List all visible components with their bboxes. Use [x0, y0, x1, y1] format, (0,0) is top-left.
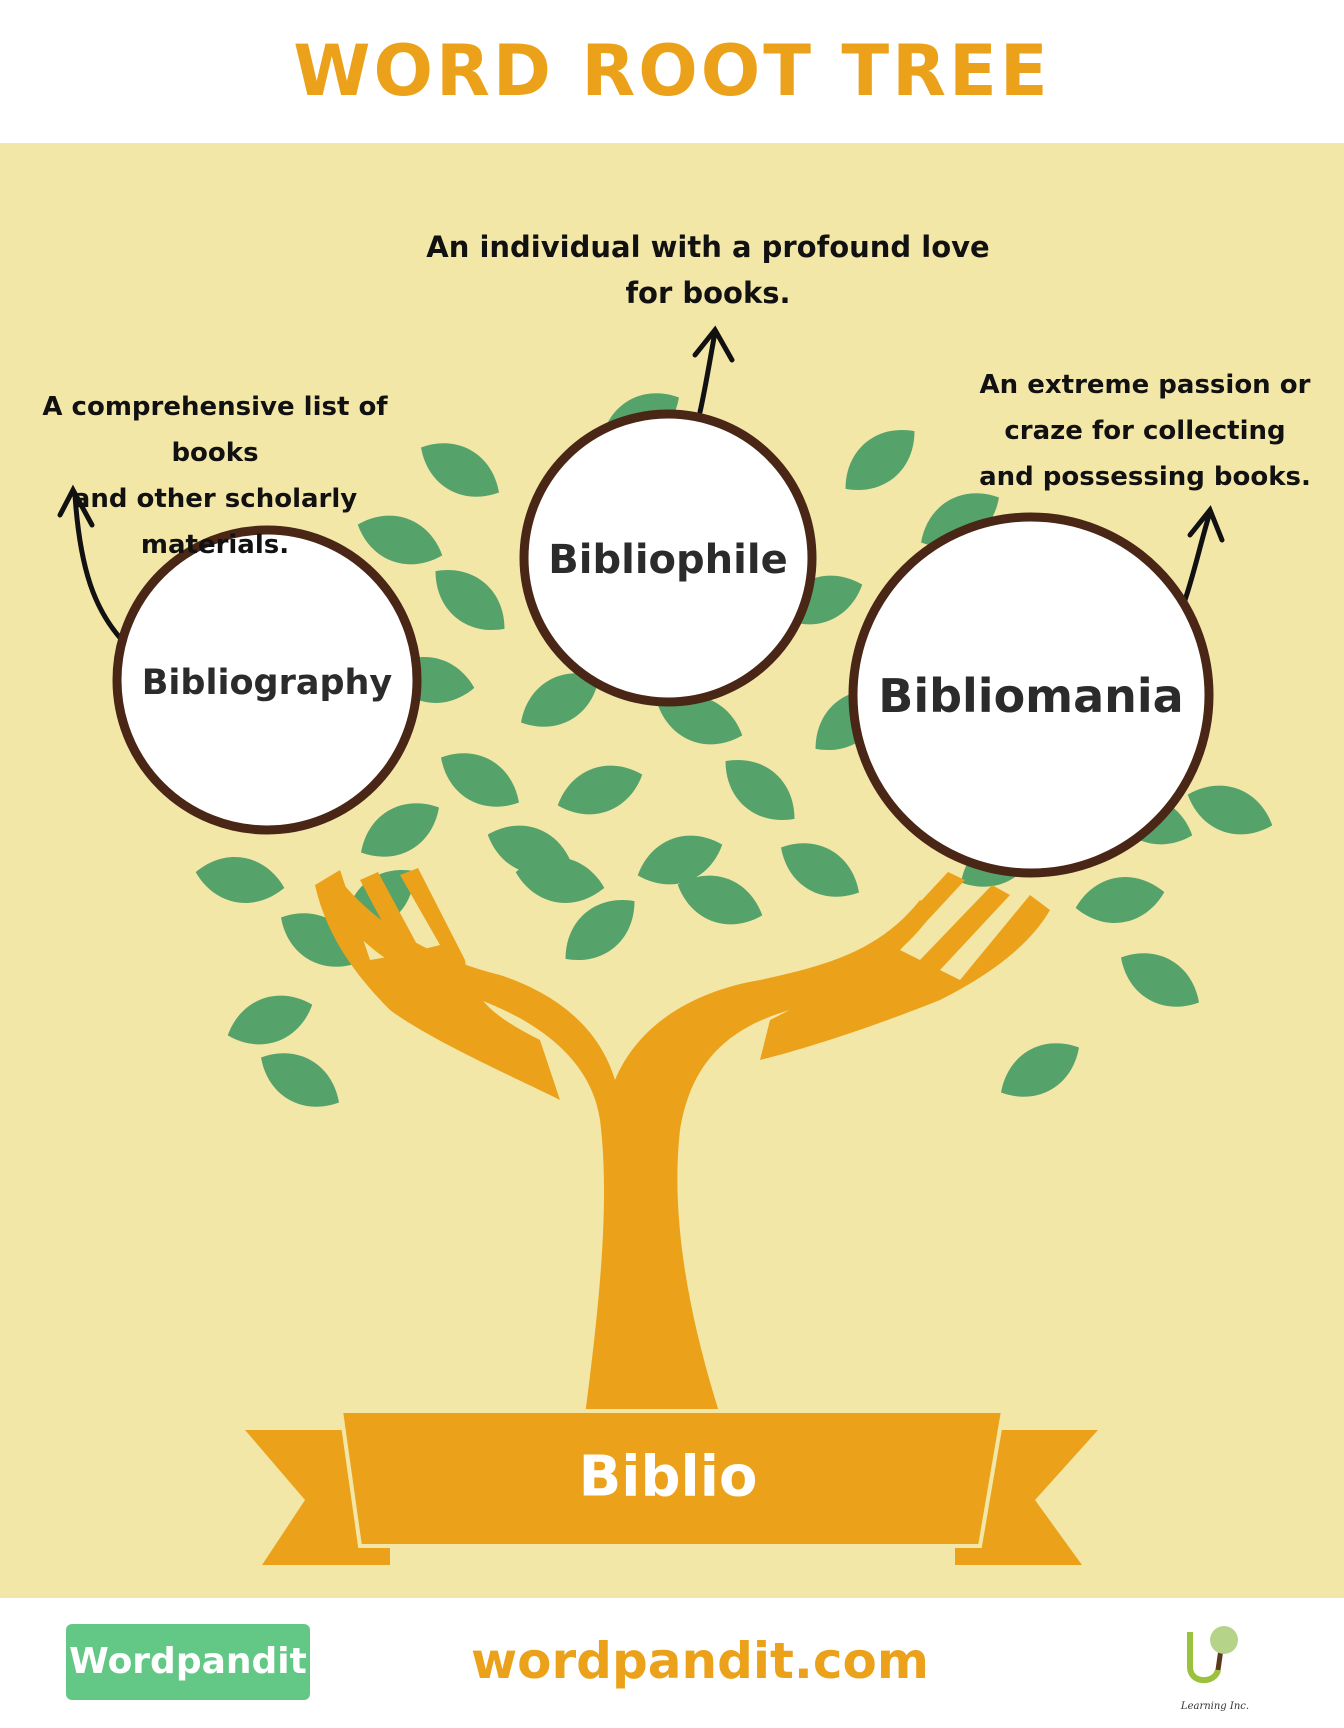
circle-bibliography	[112, 525, 422, 835]
word-bibliography: Bibliography	[141, 663, 393, 703]
arrow-bibliography	[57, 484, 125, 643]
leaf	[421, 443, 499, 497]
definition-line: An extreme passion or	[979, 370, 1311, 400]
leaf	[637, 835, 723, 885]
tree-trunk	[320, 880, 935, 1415]
site-link[interactable]: wordpandit.com	[470, 1632, 930, 1690]
circle-bibliomania	[848, 512, 1214, 878]
leaf	[677, 875, 763, 925]
definition-bibliomania: An extreme passion or craze for collecti…	[960, 362, 1330, 500]
root-word: Biblio	[578, 1444, 758, 1510]
leaf	[565, 899, 635, 961]
leaf	[435, 569, 505, 631]
ribbon-main	[338, 1409, 1006, 1548]
definition-line: An individual with a profound love	[426, 230, 990, 264]
definition-line: craze for collecting	[1004, 416, 1286, 446]
leaf	[515, 857, 605, 903]
leaf	[725, 759, 795, 821]
definition-bibliophile: An individual with a profound love for b…	[358, 224, 1058, 316]
learning-inc-logo: Learning Inc.	[1170, 1622, 1260, 1712]
leaf	[845, 429, 915, 491]
leaf	[1075, 877, 1165, 923]
left-hand	[315, 868, 560, 1100]
tree-logo-icon	[1187, 1626, 1238, 1684]
circle-bibliophile	[519, 409, 817, 707]
leaf	[1187, 785, 1273, 835]
arrow-bibliomania	[1182, 505, 1225, 603]
leaf	[521, 673, 599, 727]
leaf	[657, 695, 743, 745]
leaf	[227, 995, 313, 1045]
leaf	[557, 765, 643, 815]
definition-bibliography: A comprehensive list of books and other …	[0, 384, 430, 568]
page-title: WORD ROOT TREE	[293, 30, 1051, 112]
leaf	[781, 843, 859, 897]
definition-line: and other scholarly materials.	[72, 484, 358, 560]
right-hand	[760, 872, 1050, 1060]
leaf	[261, 1053, 339, 1107]
arrow-bibliophile	[692, 325, 735, 415]
leaf	[357, 515, 443, 565]
arrows	[57, 325, 1225, 643]
leaf	[1001, 1043, 1079, 1097]
leaf	[361, 803, 439, 857]
word-bibliomania: Bibliomania	[878, 669, 1184, 723]
leaf	[441, 753, 519, 807]
word-bibliophile: Bibliophile	[548, 537, 788, 583]
definition-line: A comprehensive list of books	[42, 392, 388, 468]
definition-line: for books.	[625, 276, 791, 310]
wordpandit-logo[interactable]: Wordpandit	[66, 1624, 310, 1700]
partner-logo-caption: Learning Inc.	[1180, 1701, 1250, 1712]
leaf	[195, 857, 285, 903]
leaf	[1121, 953, 1199, 1007]
definition-line: and possessing books.	[979, 462, 1311, 492]
